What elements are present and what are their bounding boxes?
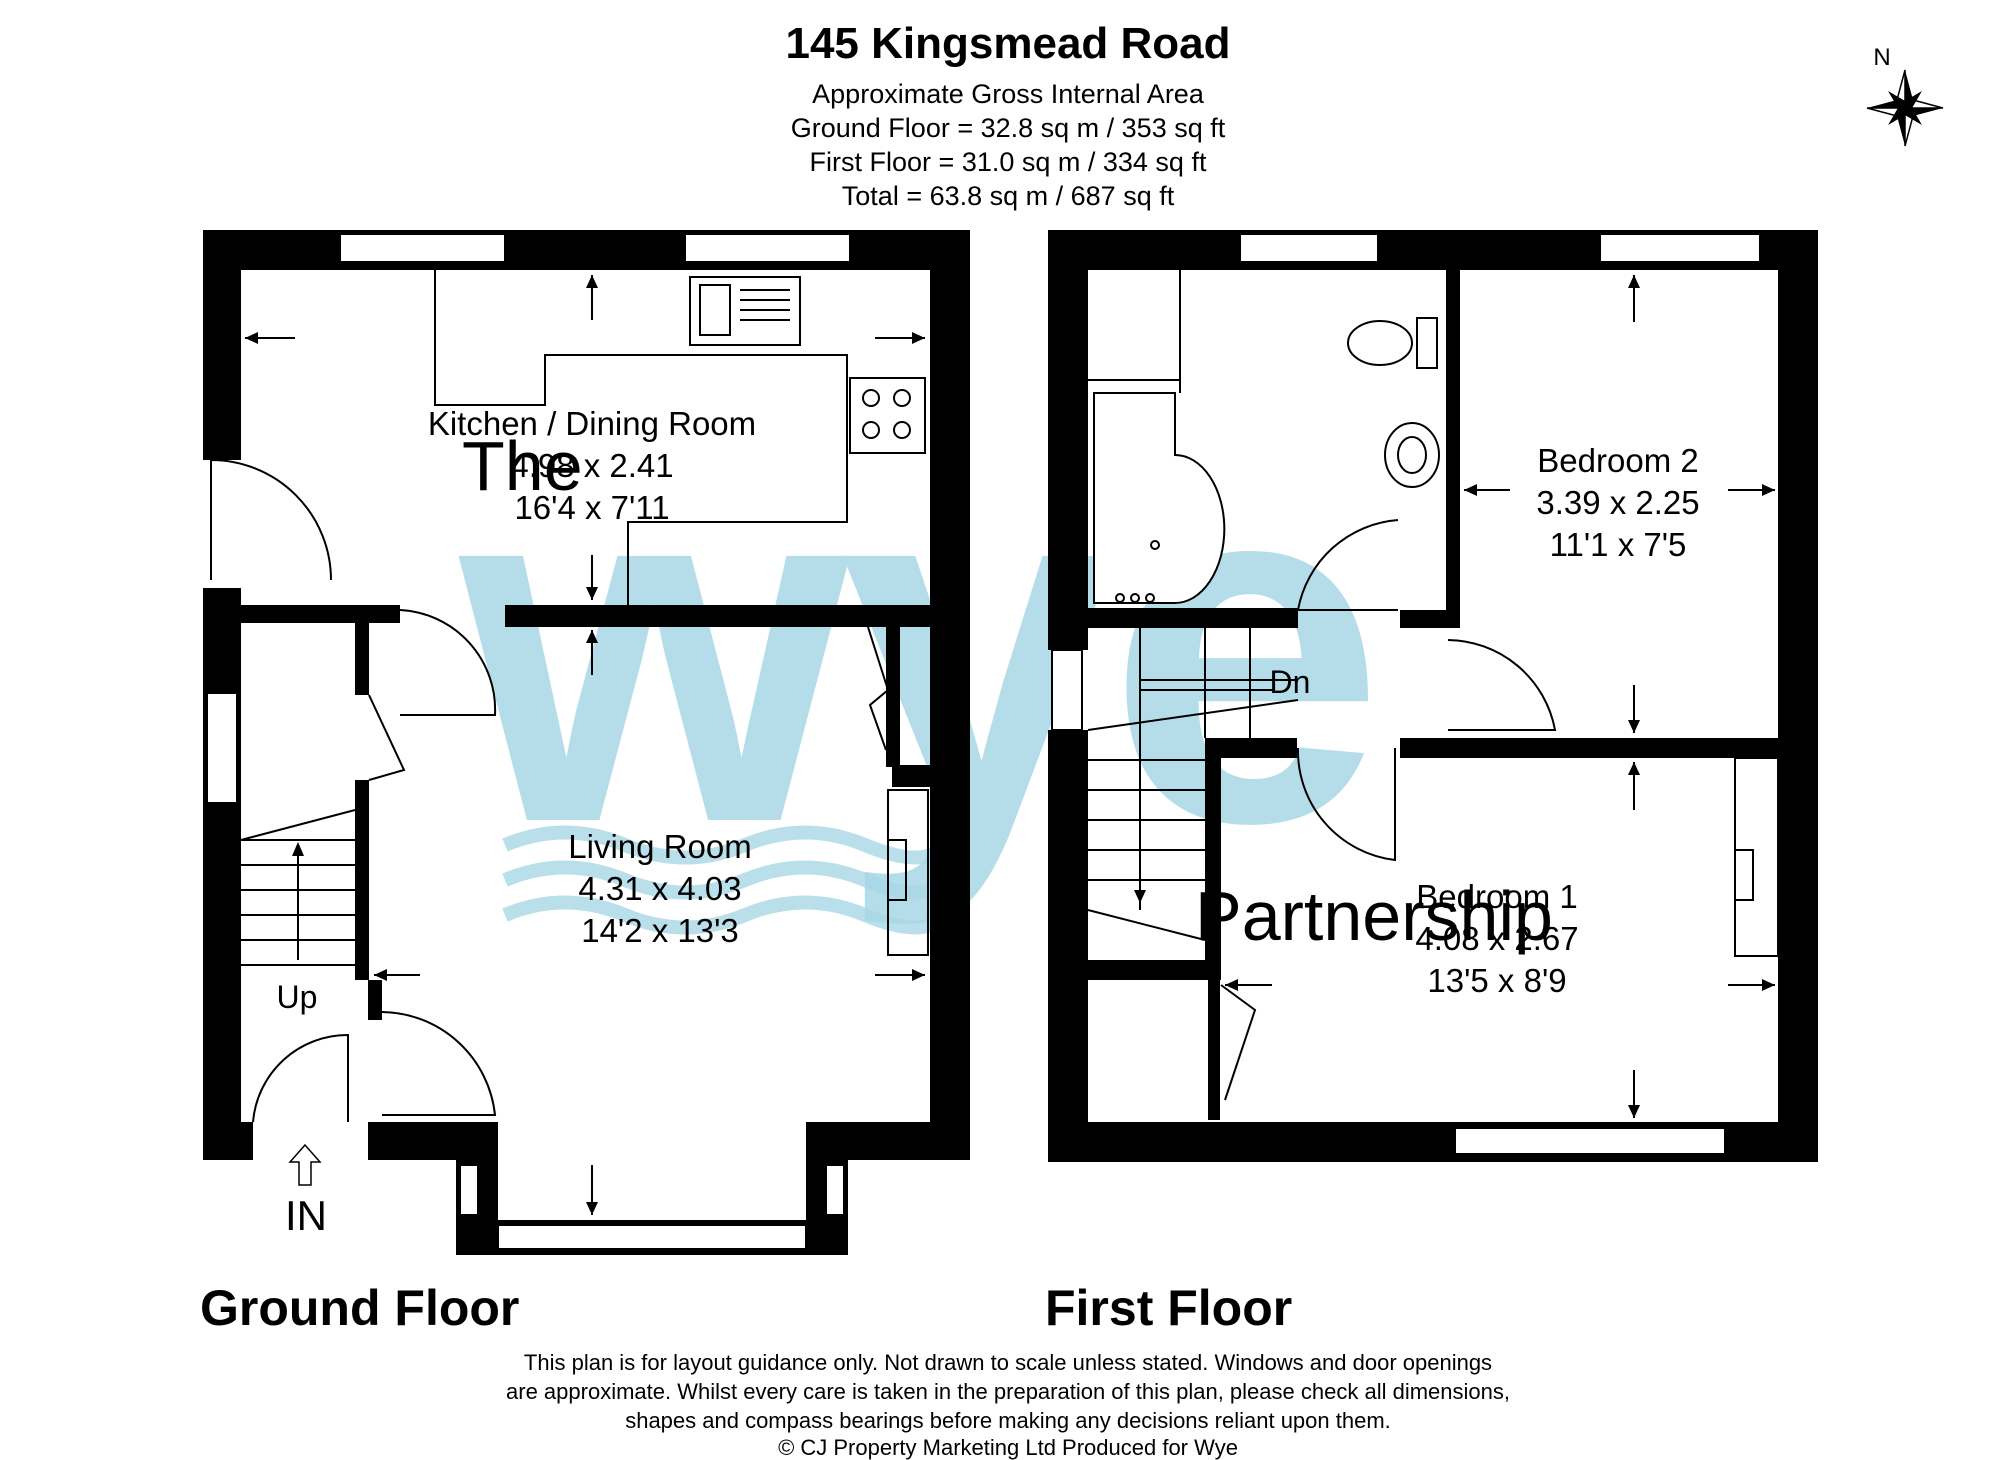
room-living-name: Living Room bbox=[568, 828, 751, 865]
room-bedroom2-metric: 3.39 x 2.25 bbox=[1536, 484, 1699, 521]
compass-icon: N bbox=[1866, 44, 1944, 147]
watermark: The wye Partnership bbox=[452, 367, 1553, 955]
room-living-metric: 4.31 x 4.03 bbox=[578, 870, 741, 907]
room-living-imperial: 14'2 x 13'3 bbox=[581, 912, 739, 949]
property-address: 145 Kingsmead Road bbox=[785, 19, 1230, 68]
first-floor-area: First Floor = 31.0 sq m / 334 sq ft bbox=[810, 147, 1207, 177]
ground-floor-title: Ground Floor bbox=[200, 1280, 519, 1336]
entrance-label: IN bbox=[285, 1192, 327, 1239]
stairs-down-label: Dn bbox=[1270, 664, 1311, 700]
entrance-arrow-icon bbox=[288, 1143, 322, 1186]
room-bedroom1-metric: 4.08 x 2.67 bbox=[1415, 920, 1578, 957]
disclaimer-line-3: shapes and compass bearings before makin… bbox=[625, 1408, 1391, 1433]
first-floor-plan: Bedroom 2 3.39 x 2.25 11'1 x 7'5 Bedroom… bbox=[1045, 230, 1818, 1336]
disclaimer-line-1: This plan is for layout guidance only. N… bbox=[524, 1350, 1492, 1375]
copyright-line: © CJ Property Marketing Ltd Produced for… bbox=[778, 1435, 1238, 1460]
dimension-arrows bbox=[245, 275, 925, 1215]
room-kitchen-metric: 4.98 x 2.41 bbox=[510, 447, 673, 484]
stairs-up-label: Up bbox=[277, 979, 318, 1015]
room-bedroom2-imperial: 11'1 x 7'5 bbox=[1550, 526, 1687, 563]
total-area: Total = 63.8 sq m / 687 sq ft bbox=[842, 181, 1175, 211]
watermark-the: The bbox=[462, 427, 583, 505]
watermark-partnership: Partnership bbox=[1195, 877, 1553, 955]
room-bedroom1-name: Bedroom 1 bbox=[1416, 878, 1577, 915]
header: 145 Kingsmead Road Approximate Gross Int… bbox=[785, 19, 1230, 211]
area-subtitle: Approximate Gross Internal Area bbox=[812, 79, 1205, 109]
first-dimension-arrows bbox=[1225, 275, 1775, 1118]
disclaimer: This plan is for layout guidance only. N… bbox=[506, 1350, 1510, 1460]
room-bedroom1-imperial: 13'5 x 8'9 bbox=[1427, 962, 1566, 999]
compass-north-label: N bbox=[1873, 44, 1890, 71]
first-floor-title: First Floor bbox=[1045, 1280, 1292, 1336]
room-bedroom2-name: Bedroom 2 bbox=[1537, 442, 1698, 479]
ground-floor-plan: Kitchen / Dining Room 4.98 x 2.41 16'4 x… bbox=[200, 230, 970, 1336]
disclaimer-line-2: are approximate. Whilst every care is ta… bbox=[506, 1379, 1510, 1404]
ground-floor-area: Ground Floor = 32.8 sq m / 353 sq ft bbox=[791, 113, 1226, 143]
room-kitchen-imperial: 16'4 x 7'11 bbox=[514, 489, 669, 526]
room-kitchen-name: Kitchen / Dining Room bbox=[428, 405, 756, 442]
